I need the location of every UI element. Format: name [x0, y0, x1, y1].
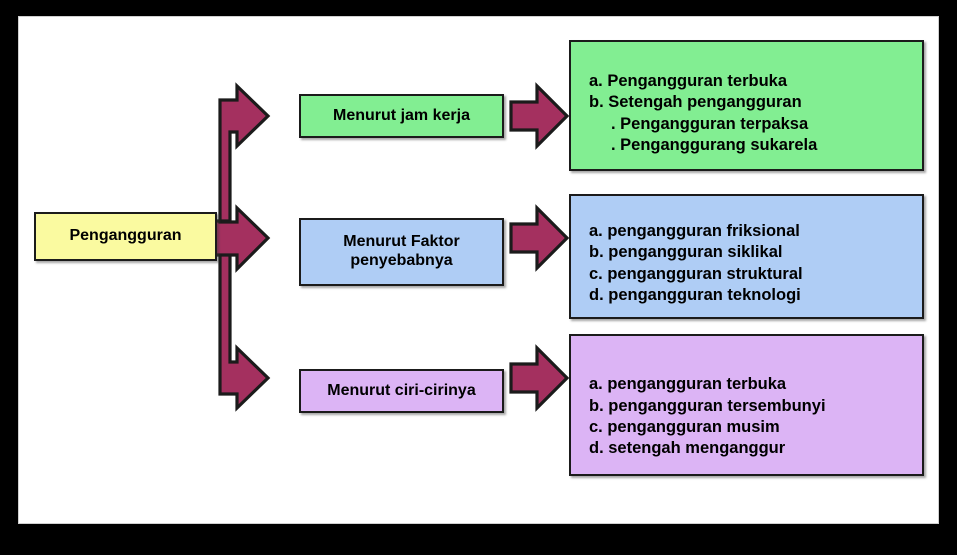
detail-node-faktor-penyebab[interactable]: a. pengangguran friksional b. penganggur…: [569, 194, 924, 319]
root-node-pengangguran[interactable]: Pengangguran: [34, 212, 217, 261]
category-node-ciri-ciri[interactable]: Menurut ciri-cirinya: [299, 369, 504, 413]
right-arrow-icon-3: [509, 344, 570, 412]
category-node-ciri-ciri-label: Menurut ciri-cirinya: [327, 381, 476, 399]
detail-node-jam-kerja[interactable]: a. Pengangguran terbuka b. Setengah peng…: [569, 40, 924, 171]
category-node-faktor-penyebab-line1: Menurut Faktor: [343, 233, 460, 251]
list-item: b. pengangguran siklikal: [589, 243, 783, 262]
root-node-label: Pengangguran: [69, 227, 182, 245]
list-item: d. setengah menganggur: [589, 439, 786, 458]
list-item: a. pengangguran terbuka: [589, 375, 787, 394]
category-node-jam-kerja[interactable]: Menurut jam kerja: [299, 94, 504, 138]
category-node-faktor-penyebab[interactable]: Menurut Faktor penyebabnya: [299, 218, 504, 286]
list-item: b. Setengah pengangguran: [589, 93, 802, 112]
detail-node-ciri-ciri[interactable]: a. pengangguran terbuka b. pengangguran …: [569, 334, 924, 476]
list-item: d. pengangguran teknologi: [589, 285, 801, 304]
list-item: c. pengangguran musim: [589, 418, 780, 436]
list-item: . Penganggurang sukarela: [611, 135, 818, 154]
list-item: a. Pengangguran terbuka: [589, 71, 788, 90]
category-node-faktor-penyebab-label: Menurut Faktor penyebabnya: [343, 233, 459, 271]
list-item: . Pengangguran terpaksa: [611, 114, 809, 133]
list-item: c. pengangguran struktural: [589, 264, 803, 283]
category-node-faktor-penyebab-line2: penyebabnya: [350, 252, 453, 269]
right-arrow-icon-2: [509, 204, 570, 272]
right-arrow-icon-1: [509, 82, 570, 150]
list-item: b. pengangguran tersembunyi: [589, 396, 826, 415]
category-node-jam-kerja-label: Menurut jam kerja: [333, 106, 470, 124]
list-item: a. pengangguran friksional: [589, 221, 800, 240]
diagram-canvas: Pengangguran Menurut jam kerja Menurut F…: [18, 16, 939, 524]
